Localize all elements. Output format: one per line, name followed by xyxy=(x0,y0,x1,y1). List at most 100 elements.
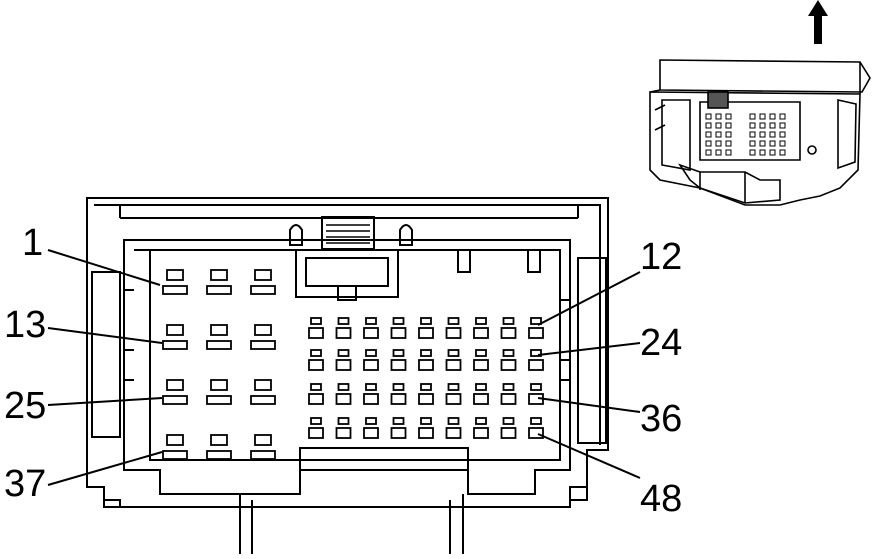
thumb-pin xyxy=(705,113,712,120)
pin-cavity-small-top xyxy=(365,349,377,357)
thumb-pin xyxy=(749,149,756,156)
pin-cavity-small-top xyxy=(365,317,377,325)
pin-cavity-small-top xyxy=(475,349,487,357)
pin-cavity-small-top xyxy=(365,383,377,391)
pin-cavity-small xyxy=(418,393,434,405)
pin-cavity-small-top xyxy=(392,417,405,425)
pin-label-13: 13 xyxy=(4,304,47,346)
pin-cavity-small-top xyxy=(502,317,515,325)
pin-cavity-small-top xyxy=(502,417,515,425)
thumb-pin xyxy=(715,149,722,156)
thumb-pin xyxy=(715,122,722,129)
thumb-pin xyxy=(749,122,756,129)
pin-cavity-small-top xyxy=(530,417,542,425)
pin-cavity-large xyxy=(166,434,184,446)
thumb-pin xyxy=(705,122,712,129)
leader-line-12 xyxy=(537,271,641,326)
pin-cavity-large-slot xyxy=(206,395,232,405)
leader-line-36 xyxy=(537,397,641,413)
thumb-pin xyxy=(715,131,722,138)
thumb-pin xyxy=(725,149,732,156)
pin-cavity-small-top xyxy=(337,349,350,357)
thumb-pin xyxy=(705,131,712,138)
pin-cavity-small xyxy=(500,393,517,405)
pin-cavity-large xyxy=(254,379,272,391)
pin-cavity-small xyxy=(500,427,517,439)
thumb-pin xyxy=(779,140,786,147)
pin-cavity-small xyxy=(363,427,379,439)
pin-cavity-small-top xyxy=(530,383,542,391)
pin-cavity-small-top xyxy=(447,383,460,391)
pin-cavity-large xyxy=(210,269,228,281)
pin-label-1: 1 xyxy=(22,222,44,264)
pin-label-37: 37 xyxy=(4,463,47,505)
pin-cavity-small xyxy=(308,327,324,339)
pin-cavity-large-slot xyxy=(162,395,188,405)
pin-cavity-large xyxy=(210,379,228,391)
pin-cavity-small xyxy=(308,393,324,405)
pin-cavity-large xyxy=(166,324,184,336)
pin-cavity-small xyxy=(418,327,434,339)
pin-cavity-small xyxy=(363,327,379,339)
pin-cavity-small-top xyxy=(337,417,350,425)
pin-cavity-small xyxy=(308,359,324,371)
pin-cavity-small xyxy=(473,393,489,405)
thumb-pin xyxy=(759,122,766,129)
thumb-pin xyxy=(779,149,786,156)
pin-cavity-small-top xyxy=(337,317,350,325)
pin-cavity-small xyxy=(528,359,544,371)
pin-cavity-small-top xyxy=(392,349,405,357)
thumb-pin xyxy=(705,140,712,147)
pin-cavity-small-top xyxy=(310,317,322,325)
pin-cavity-small xyxy=(500,327,517,339)
pin-cavity-large xyxy=(254,434,272,446)
thumb-pin xyxy=(779,122,786,129)
thumb-pin xyxy=(749,131,756,138)
thumb-pin xyxy=(769,131,776,138)
pin-cavity-small-top xyxy=(530,349,542,357)
pin-cavity-small-top xyxy=(310,417,322,425)
thumb-pin xyxy=(769,149,776,156)
pin-cavity-small xyxy=(363,359,379,371)
pin-cavity-small-top xyxy=(310,349,322,357)
thumb-pin xyxy=(759,149,766,156)
thumb-pin xyxy=(725,113,732,120)
pin-cavity-large-slot xyxy=(250,395,276,405)
pin-cavity-small xyxy=(390,393,407,405)
pin-cavity-small xyxy=(473,359,489,371)
pin-cavity-small-top xyxy=(475,417,487,425)
leader-line-37 xyxy=(47,451,163,486)
thumb-pin xyxy=(705,149,712,156)
pin-cavity-small-top xyxy=(447,417,460,425)
pin-cavity-small xyxy=(473,327,489,339)
thumb-pin xyxy=(749,113,756,120)
pin-cavity-small xyxy=(363,393,379,405)
pin-label-25: 25 xyxy=(4,385,47,427)
thumb-pin xyxy=(725,140,732,147)
pin-cavity-large xyxy=(166,379,184,391)
pin-label-36: 36 xyxy=(640,398,683,440)
arrow-up-icon xyxy=(808,0,828,44)
pin-cavity-small xyxy=(335,393,352,405)
thumb-pin xyxy=(769,122,776,129)
connector-face xyxy=(86,197,609,554)
thumb-pin xyxy=(769,140,776,147)
pin-cavity-small xyxy=(445,327,462,339)
pin-cavity-small xyxy=(528,427,544,439)
pin-cavity-small-top xyxy=(530,317,542,325)
thumb-pin xyxy=(725,122,732,129)
pin-cavity-small-top xyxy=(502,349,515,357)
pin-cavity-large xyxy=(254,324,272,336)
pin-cavity-small-top xyxy=(475,317,487,325)
pin-cavity-small-top xyxy=(392,317,405,325)
pin-cavity-small-top xyxy=(420,349,432,357)
pin-cavity-small xyxy=(528,327,544,339)
pin-cavity-small xyxy=(445,359,462,371)
pin-cavity-small-top xyxy=(420,383,432,391)
pin-cavity-large xyxy=(166,269,184,281)
thumb-pin xyxy=(715,140,722,147)
pin-cavity-small xyxy=(445,393,462,405)
pin-cavity-small-top xyxy=(365,417,377,425)
